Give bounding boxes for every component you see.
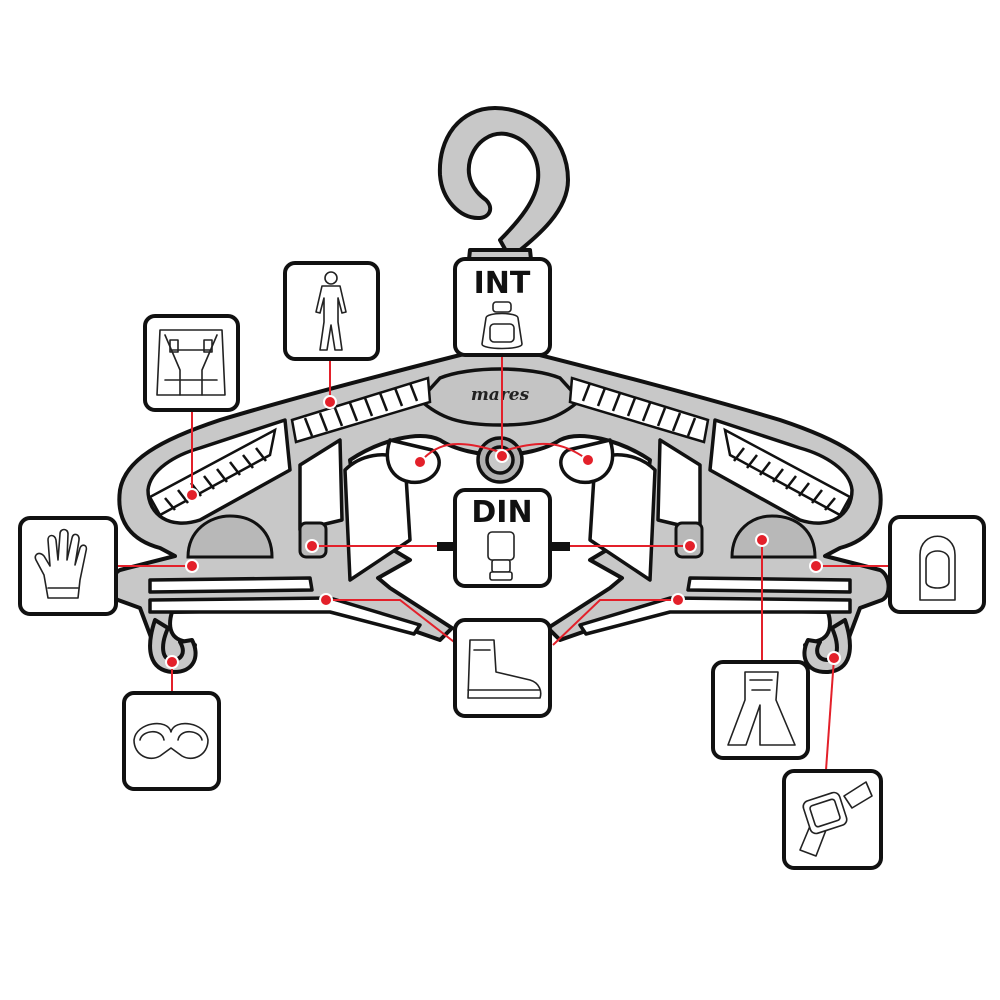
dive-computer-icon xyxy=(799,781,873,857)
dot-hood xyxy=(809,559,823,573)
link-computer xyxy=(825,657,835,771)
dot-knob-left xyxy=(413,455,427,469)
din-box: DIN xyxy=(453,488,552,588)
dot-bcd xyxy=(185,488,199,502)
fins-box xyxy=(711,660,810,760)
wetsuit-icon xyxy=(315,271,347,351)
din-label: DIN xyxy=(471,495,532,530)
dot-din-right xyxy=(683,539,697,553)
dot-fins xyxy=(755,533,769,547)
dot-mask xyxy=(165,655,179,669)
dot-din-left xyxy=(305,539,319,553)
wetsuit-box xyxy=(283,261,380,361)
dot-boot-left xyxy=(319,593,333,607)
fins-icon xyxy=(727,671,796,746)
dot-int xyxy=(495,449,509,463)
right-shoulder-grille xyxy=(568,376,852,517)
int-label: INT xyxy=(474,266,531,301)
hood-icon xyxy=(919,535,956,601)
hanger-hook xyxy=(437,106,570,260)
boot-box xyxy=(453,618,552,718)
connector-dots xyxy=(165,395,841,669)
dive-computer-box xyxy=(782,769,883,870)
glove-box xyxy=(18,516,118,616)
link-boot-left xyxy=(326,599,459,646)
left-shoulder-grille xyxy=(148,376,432,517)
int-box: INT xyxy=(453,257,552,357)
dot-boot-right xyxy=(671,593,685,607)
bcd-box xyxy=(143,314,240,412)
mask-icon xyxy=(133,722,209,760)
dot-glove xyxy=(185,559,199,573)
mask-box xyxy=(122,691,221,791)
dot-computer xyxy=(827,651,841,665)
dot-knob-right xyxy=(581,453,595,467)
dot-wetsuit xyxy=(323,395,337,409)
hanger-body: mares xyxy=(109,248,891,675)
din-regulator-icon xyxy=(487,531,515,581)
int-regulator-icon xyxy=(481,301,523,350)
link-boot-right xyxy=(552,599,678,646)
hood-box xyxy=(888,515,986,614)
glove-icon xyxy=(34,528,88,599)
boot-icon xyxy=(467,639,542,699)
brand-logo: mares xyxy=(471,385,530,405)
bcd-vest-icon xyxy=(156,329,226,396)
